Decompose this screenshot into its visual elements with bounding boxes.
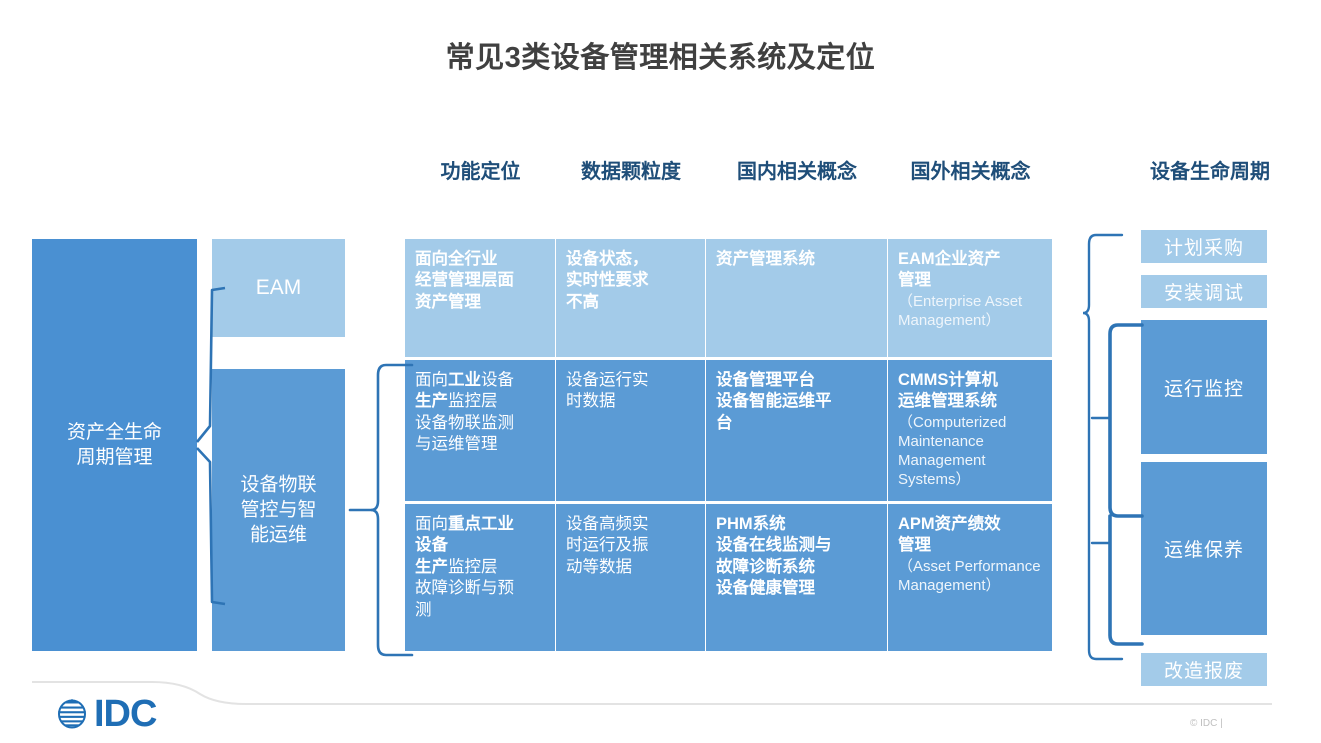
cell-r2-function: 面向重点工业设备生产监控层故障诊断与预测 xyxy=(405,504,555,651)
block-asset-lifecycle-management: 资产全生命周期管理 xyxy=(32,239,197,651)
lifecycle-brackets xyxy=(1082,233,1144,661)
cell-r0-function-text: 面向全行业经营管理层面资产管理 xyxy=(415,250,514,311)
cell-r1-cn-concept: 设备管理平台设备智能运维平台 xyxy=(706,360,887,501)
cell-r0-intl-concept-main: EAM企业资产管理 xyxy=(898,250,1001,290)
cell-r0-cn-concept: 资产管理系统 xyxy=(706,239,887,357)
block-eam-label: EAM xyxy=(255,276,302,300)
globe-icon xyxy=(58,699,86,729)
cell-r2-granularity-text: 设备高频实时运行及振动等数据 xyxy=(566,515,649,576)
block-device-iot-ops-label: 设备物联管控与智能运维 xyxy=(240,474,317,546)
lifecycle-item-retrofit-scrap: 改造报废 xyxy=(1141,653,1267,686)
idc-logo: IDC xyxy=(52,693,157,735)
column-header-lifecycle: 设备生命周期 xyxy=(1150,161,1270,183)
column-header-cn-concept: 国内相关概念 xyxy=(737,161,857,183)
cell-r0-function: 面向全行业经营管理层面资产管理 xyxy=(405,239,555,357)
lifecycle-item-maintenance: 运维保养 xyxy=(1141,462,1267,635)
cell-r1-intl-concept-main: CMMS计算机运维管理系统 xyxy=(898,371,998,411)
column-header-granularity: 数据颗粒度 xyxy=(581,161,681,183)
block-asset-lifecycle-label: 资产全生命周期管理 xyxy=(66,421,162,468)
cell-r1-function-text: 面向工业设备生产监控层设备物联监测与运维管理 xyxy=(415,371,514,454)
cell-r2-function-text: 面向重点工业设备生产监控层故障诊断与预测 xyxy=(415,515,514,619)
cell-r0-granularity: 设备状态，实时性要求不高 xyxy=(556,239,705,357)
cell-r0-intl-concept: EAM企业资产管理 （Enterprise Asset Management） xyxy=(888,239,1052,357)
cell-r2-intl-concept: APM资产绩效管理 （Asset Performance Management） xyxy=(888,504,1052,651)
cell-r2-cn-concept: PHM系统设备在线监测与故障诊断系统设备健康管理 xyxy=(706,504,887,651)
idc-logo-text: IDC xyxy=(94,693,157,735)
cell-r1-granularity-text: 设备运行实时数据 xyxy=(566,371,649,411)
cell-r0-granularity-text: 设备状态，实时性要求不高 xyxy=(566,250,649,311)
lifecycle-item-maintenance-label: 运维保养 xyxy=(1163,540,1244,561)
cell-r1-cn-concept-text: 设备管理平台设备智能运维平台 xyxy=(716,371,832,432)
copyright-text: © IDC | xyxy=(1190,718,1223,729)
cell-r2-cn-concept-text: PHM系统设备在线监测与故障诊断系统设备健康管理 xyxy=(716,515,832,598)
cell-r2-intl-concept-main: APM资产绩效管理 xyxy=(898,515,1001,555)
block-eam: EAM xyxy=(212,239,345,337)
footer-divider xyxy=(32,681,1272,705)
cell-r1-granularity: 设备运行实时数据 xyxy=(556,360,705,501)
lifecycle-item-plan-purchase-label: 计划采购 xyxy=(1163,238,1244,259)
lifecycle-item-retrofit-scrap-label: 改造报废 xyxy=(1163,661,1244,682)
block-device-iot-ops: 设备物联管控与智能运维 xyxy=(212,369,345,651)
cell-r1-intl-concept-sub: （Computerized Maintenance Management Sys… xyxy=(898,413,1007,489)
column-header-intl-concept: 国外相关概念 xyxy=(910,161,1031,183)
lifecycle-inner-bracket-lower xyxy=(1108,514,1144,646)
lifecycle-item-operation-monitoring-label: 运行监控 xyxy=(1163,378,1244,400)
column-header-function: 功能定位 xyxy=(440,161,521,183)
lifecycle-item-install-commission-label: 安装调试 xyxy=(1163,283,1244,304)
cell-r1-function: 面向工业设备生产监控层设备物联监测与运维管理 xyxy=(405,360,555,501)
lifecycle-item-operation-monitoring: 运行监控 xyxy=(1141,320,1267,454)
cell-r0-intl-concept-sub: （Enterprise Asset Management） xyxy=(898,292,1023,330)
cell-r0-cn-concept-text: 资产管理系统 xyxy=(716,250,815,268)
cell-r2-granularity: 设备高频实时运行及振动等数据 xyxy=(556,504,705,651)
cell-r2-intl-concept-sub: （Asset Performance Management） xyxy=(898,557,1041,595)
lifecycle-item-install-commission: 安装调试 xyxy=(1141,275,1267,308)
page-title: 常见3类设备管理相关系统及定位 xyxy=(445,42,876,74)
lifecycle-item-plan-purchase: 计划采购 xyxy=(1141,230,1267,263)
cell-r1-intl-concept: CMMS计算机运维管理系统 （Computerized Maintenance … xyxy=(888,360,1052,501)
